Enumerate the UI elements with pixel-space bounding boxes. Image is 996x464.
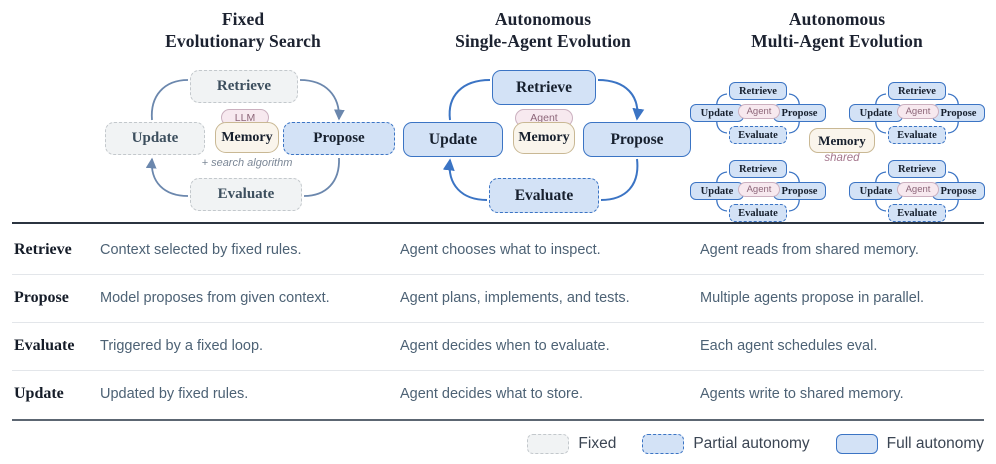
node-retrieve-cluster-3[interactable]: Retrieve (729, 160, 787, 178)
table-top-rule (12, 222, 984, 225)
legend-item-full-autonomy: Full autonomy (835, 434, 984, 454)
row-label-retrieve: Retrieve (14, 241, 72, 258)
legend: Fixed Partial autonomy Full autonomy (0, 430, 984, 458)
cell-update-fixed: Updated by fixed rules. (100, 386, 249, 402)
table-row: Propose Model proposes from given contex… (0, 274, 996, 322)
node-evaluate-column-2[interactable]: Evaluate (489, 178, 599, 213)
agent-cluster-4: Retrieve Update Propose Evaluate Agent (849, 160, 985, 222)
node-propose-cluster-1[interactable]: Propose (773, 104, 826, 122)
column-title-line2: Single-Agent Evolution (455, 31, 631, 51)
cell-propose-multi-agent: Multiple agents propose in parallel. (700, 290, 925, 306)
node-evaluate-column-1[interactable]: Evaluate (190, 178, 302, 211)
node-shared-memory-column-3[interactable]: Memory (809, 128, 875, 153)
node-propose-cluster-4[interactable]: Propose (932, 182, 985, 200)
cell-evaluate-fixed: Triggered by a fixed loop. (100, 338, 264, 354)
node-update-cluster-1[interactable]: Update (690, 104, 744, 122)
legend-item-fixed: Fixed (527, 434, 616, 454)
node-retrieve-cluster-1[interactable]: Retrieve (729, 82, 787, 100)
node-retrieve-column-2[interactable]: Retrieve (492, 70, 596, 105)
caption-search-algorithm: + search algorithm (201, 157, 293, 169)
column-title-line1: Autonomous (788, 9, 886, 29)
node-memory-column-1[interactable]: Memory (215, 122, 279, 153)
cell-update-single-agent: Agent decides what to store. (400, 386, 583, 402)
row-label-update: Update (14, 385, 64, 402)
column-title-line2: Multi-Agent Evolution (751, 31, 923, 51)
table-row-separator (12, 274, 984, 275)
column-title-autonomous-multi-agent-evolution: Autonomous Multi-Agent Evolution (717, 8, 957, 52)
cell-retrieve-multi-agent: Agent reads from shared memory. (700, 242, 919, 258)
node-evaluate-cluster-4[interactable]: Evaluate (888, 204, 946, 222)
agent-cluster-3: Retrieve Update Propose Evaluate Agent (690, 160, 826, 222)
caption-shared: shared (824, 152, 860, 164)
cell-propose-single-agent: Agent plans, implements, and tests. (400, 290, 630, 306)
cell-retrieve-single-agent: Agent chooses what to inspect. (400, 242, 601, 258)
node-propose-cluster-3[interactable]: Propose (773, 182, 826, 200)
table-row-separator (12, 322, 984, 323)
row-label-evaluate: Evaluate (14, 337, 75, 354)
badge-agent-cluster-4: Agent (897, 182, 939, 197)
column-title-line2: Evolutionary Search (165, 31, 321, 51)
column-title-autonomous-single-agent-evolution: Autonomous Single-Agent Evolution (423, 8, 663, 52)
table-row: Retrieve Context selected by fixed rules… (0, 226, 996, 274)
node-propose-column-1[interactable]: Propose (283, 122, 395, 155)
node-update-column-2[interactable]: Update (403, 122, 503, 157)
node-retrieve-cluster-2[interactable]: Retrieve (888, 82, 946, 100)
table-row-separator (12, 370, 984, 371)
legend-label-fixed: Fixed (578, 435, 617, 452)
column-title-line1: Autonomous (494, 9, 592, 29)
column-title-line1: Fixed (221, 9, 265, 29)
node-update-column-1[interactable]: Update (105, 122, 205, 155)
node-update-cluster-4[interactable]: Update (849, 182, 903, 200)
badge-agent-cluster-3: Agent (738, 182, 780, 197)
table-row: Evaluate Triggered by a fixed loop. Agen… (0, 322, 996, 370)
legend-swatch-fixed (527, 434, 570, 454)
cell-retrieve-fixed: Context selected by fixed rules. (100, 242, 302, 258)
node-retrieve-column-1[interactable]: Retrieve (190, 70, 298, 103)
legend-item-partial-autonomy: Partial autonomy (642, 434, 810, 454)
table-bottom-rule (12, 419, 984, 422)
node-memory-column-2[interactable]: Memory (513, 122, 575, 154)
node-retrieve-cluster-4[interactable]: Retrieve (888, 160, 946, 178)
legend-label-partial-autonomy: Partial autonomy (693, 435, 810, 452)
cell-evaluate-single-agent: Agent decides when to evaluate. (400, 338, 610, 354)
node-evaluate-cluster-3[interactable]: Evaluate (729, 204, 787, 222)
row-label-propose: Propose (14, 289, 69, 306)
node-propose-column-2[interactable]: Propose (583, 122, 691, 157)
node-propose-cluster-2[interactable]: Propose (932, 104, 985, 122)
cell-propose-fixed: Model proposes from given context. (100, 290, 330, 306)
legend-swatch-full-autonomy (835, 434, 878, 454)
legend-label-full-autonomy: Full autonomy (886, 435, 984, 452)
column-title-fixed-evolutionary-search: Fixed Evolutionary Search (123, 8, 363, 52)
badge-agent-cluster-1: Agent (738, 104, 780, 119)
cell-update-multi-agent: Agents write to shared memory. (700, 386, 904, 402)
table-row: Update Updated by fixed rules. Agent dec… (0, 370, 996, 418)
node-evaluate-cluster-1[interactable]: Evaluate (729, 126, 787, 144)
node-update-cluster-2[interactable]: Update (849, 104, 903, 122)
cell-evaluate-multi-agent: Each agent schedules eval. (700, 338, 878, 354)
node-update-cluster-3[interactable]: Update (690, 182, 744, 200)
node-evaluate-cluster-2[interactable]: Evaluate (888, 126, 946, 144)
legend-swatch-partial-autonomy (642, 434, 685, 454)
badge-agent-cluster-2: Agent (897, 104, 939, 119)
agent-cluster-1: Retrieve Update Propose Evaluate Agent (690, 82, 826, 144)
